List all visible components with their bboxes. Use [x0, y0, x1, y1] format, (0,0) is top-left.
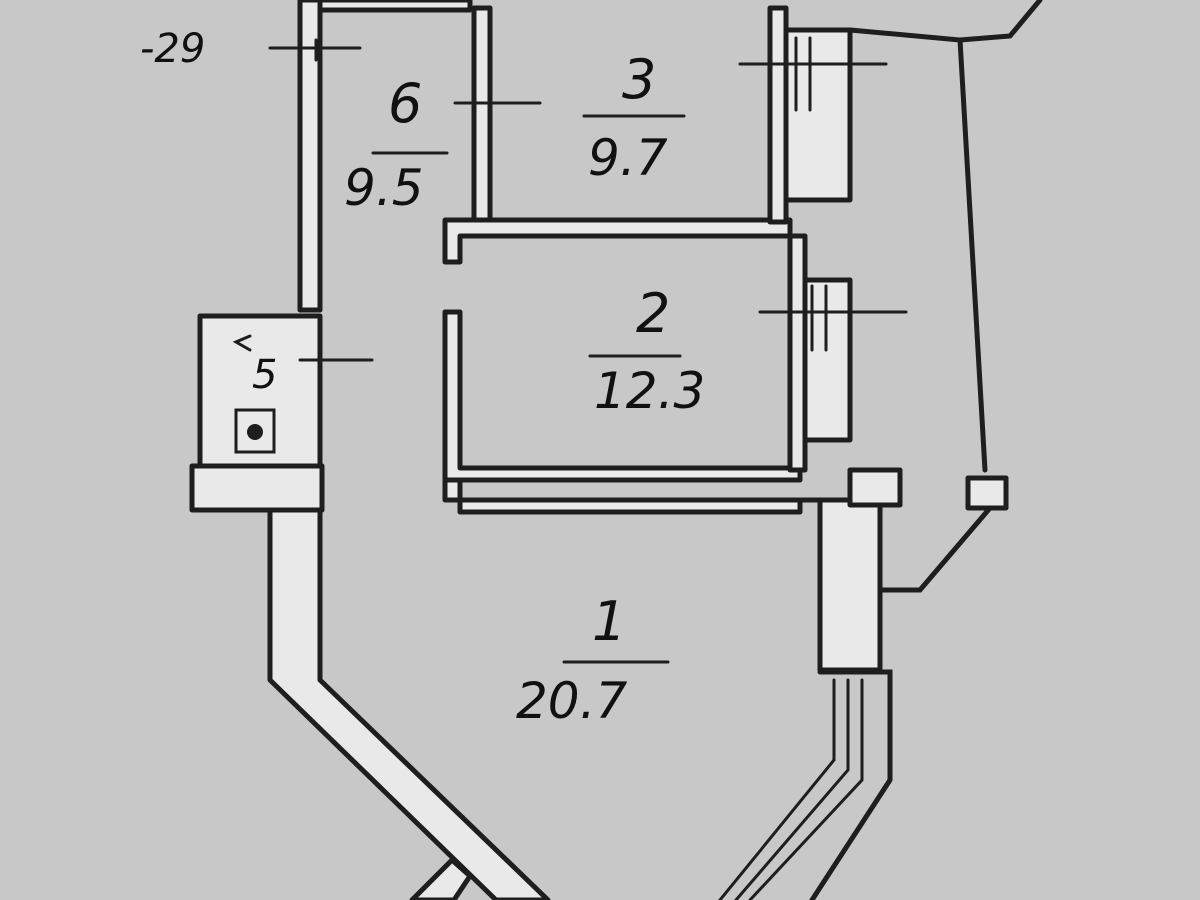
room-3-area: 9.7: [588, 129, 668, 187]
wall-room6-room3: [471, 5, 493, 223]
arrow-room5: [232, 334, 252, 352]
loggia-line-2: [734, 678, 850, 900]
wall-west-upper: [297, 0, 323, 313]
corner-label: -29: [140, 26, 205, 72]
balcony-post: [965, 475, 1009, 511]
room-5-number: 5: [252, 352, 277, 398]
room-3-number: 3: [622, 48, 656, 111]
loggia-line-3: [748, 678, 864, 900]
wall-room1-west: [267, 507, 551, 900]
walls: [189, 0, 1043, 900]
wall-room1-southwest-stub: [409, 857, 473, 900]
balcony-outline-lower: [879, 505, 993, 593]
balcony-pier: [847, 467, 903, 508]
window-marks: [232, 36, 908, 454]
room-6-number: 6: [388, 72, 422, 135]
window-frame-room3: [783, 27, 853, 203]
room-2-area: 12.3: [594, 362, 705, 420]
wall-top: [317, 0, 473, 13]
window-mark-room2: [758, 284, 908, 352]
window-mark-room3: [738, 36, 888, 112]
wall-room5-bottom: [189, 463, 325, 513]
wall-room2-room1: [442, 477, 803, 515]
wall-room3-room2: [442, 217, 793, 265]
wall-room3-east: [767, 5, 789, 225]
room-2-number: 2: [636, 282, 670, 345]
loggia-outer: [809, 669, 893, 900]
room-6-area: 9.5: [344, 159, 424, 217]
balcony-outline-top: [957, 0, 1043, 43]
loggia-line-1: [718, 678, 836, 900]
drain-icon: [247, 424, 263, 440]
window-mark-northwest: [268, 38, 362, 62]
toilet-icon: [234, 408, 276, 454]
room-labels: -29 6 9.5 3 9.7 2 12.3 5 1 20.7: [140, 26, 705, 730]
room-1-area: 20.7: [516, 672, 628, 730]
window-frame-room2: [802, 277, 853, 443]
room-1-number: 1: [592, 590, 626, 653]
wall-room2-east: [787, 233, 808, 473]
